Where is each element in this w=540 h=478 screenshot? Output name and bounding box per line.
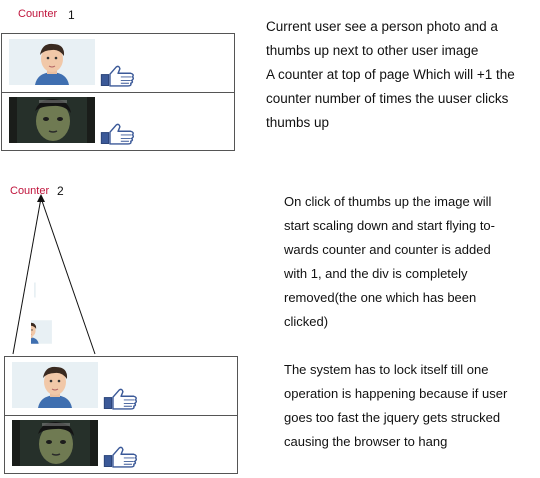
person-photo-icon (8, 39, 96, 85)
dark-face-photo-icon (8, 97, 96, 143)
thumbs-up-icon[interactable] (100, 123, 138, 145)
user-list-panel (1, 33, 235, 151)
person-photo-icon (11, 362, 99, 408)
dark-face-photo-icon (11, 420, 99, 466)
counter-label: Counter (18, 8, 58, 20)
user-row (5, 415, 237, 473)
description-line: thumbs up (266, 115, 330, 130)
person-photo-icon (34, 248, 54, 266)
user-row (2, 92, 234, 150)
description-line: goes too fast the jquery gets strucked (284, 410, 501, 425)
description-line: start scaling down and start flying to- (284, 218, 495, 233)
user-row (2, 34, 234, 93)
counter-value: 1 (68, 8, 75, 22)
description-line: removed(the one which has been (284, 290, 477, 305)
description-line: Current user see a person photo and a (266, 19, 498, 34)
description-section2-animation: On click of thumbs up the image will sta… (284, 190, 495, 334)
description-line: causing the browser to hang (284, 434, 448, 449)
person-photo-icon (34, 276, 62, 304)
description-section2-lock: The system has to lock itself till one o… (284, 358, 507, 454)
description-section1: Current user see a person photo and a th… (266, 15, 515, 135)
thumbs-up-icon[interactable] (103, 388, 141, 410)
flight-path-lines (12, 194, 96, 355)
description-line: operation is happening because if user (284, 386, 508, 401)
counter-label: Counter (10, 185, 50, 197)
user-list-panel (4, 356, 238, 474)
description-line: wards counter and counter is added (284, 242, 491, 257)
description-line: A counter at top of page Which will +1 t… (266, 67, 515, 82)
description-line: The system has to lock itself till one (284, 362, 489, 377)
description-line: counter number of times the uuser clicks (266, 91, 509, 106)
person-photo-icon (31, 312, 75, 352)
counter-value: 2 (57, 184, 64, 198)
description-line: On click of thumbs up the image will (284, 194, 492, 209)
description-line: thumbs up next to other user image (266, 43, 479, 58)
user-row (5, 357, 237, 416)
description-line: clicked) (284, 314, 329, 329)
thumbs-up-icon[interactable] (100, 65, 138, 87)
thumbs-up-icon[interactable] (103, 446, 141, 468)
description-line: with 1, and the div is completely (284, 266, 468, 281)
